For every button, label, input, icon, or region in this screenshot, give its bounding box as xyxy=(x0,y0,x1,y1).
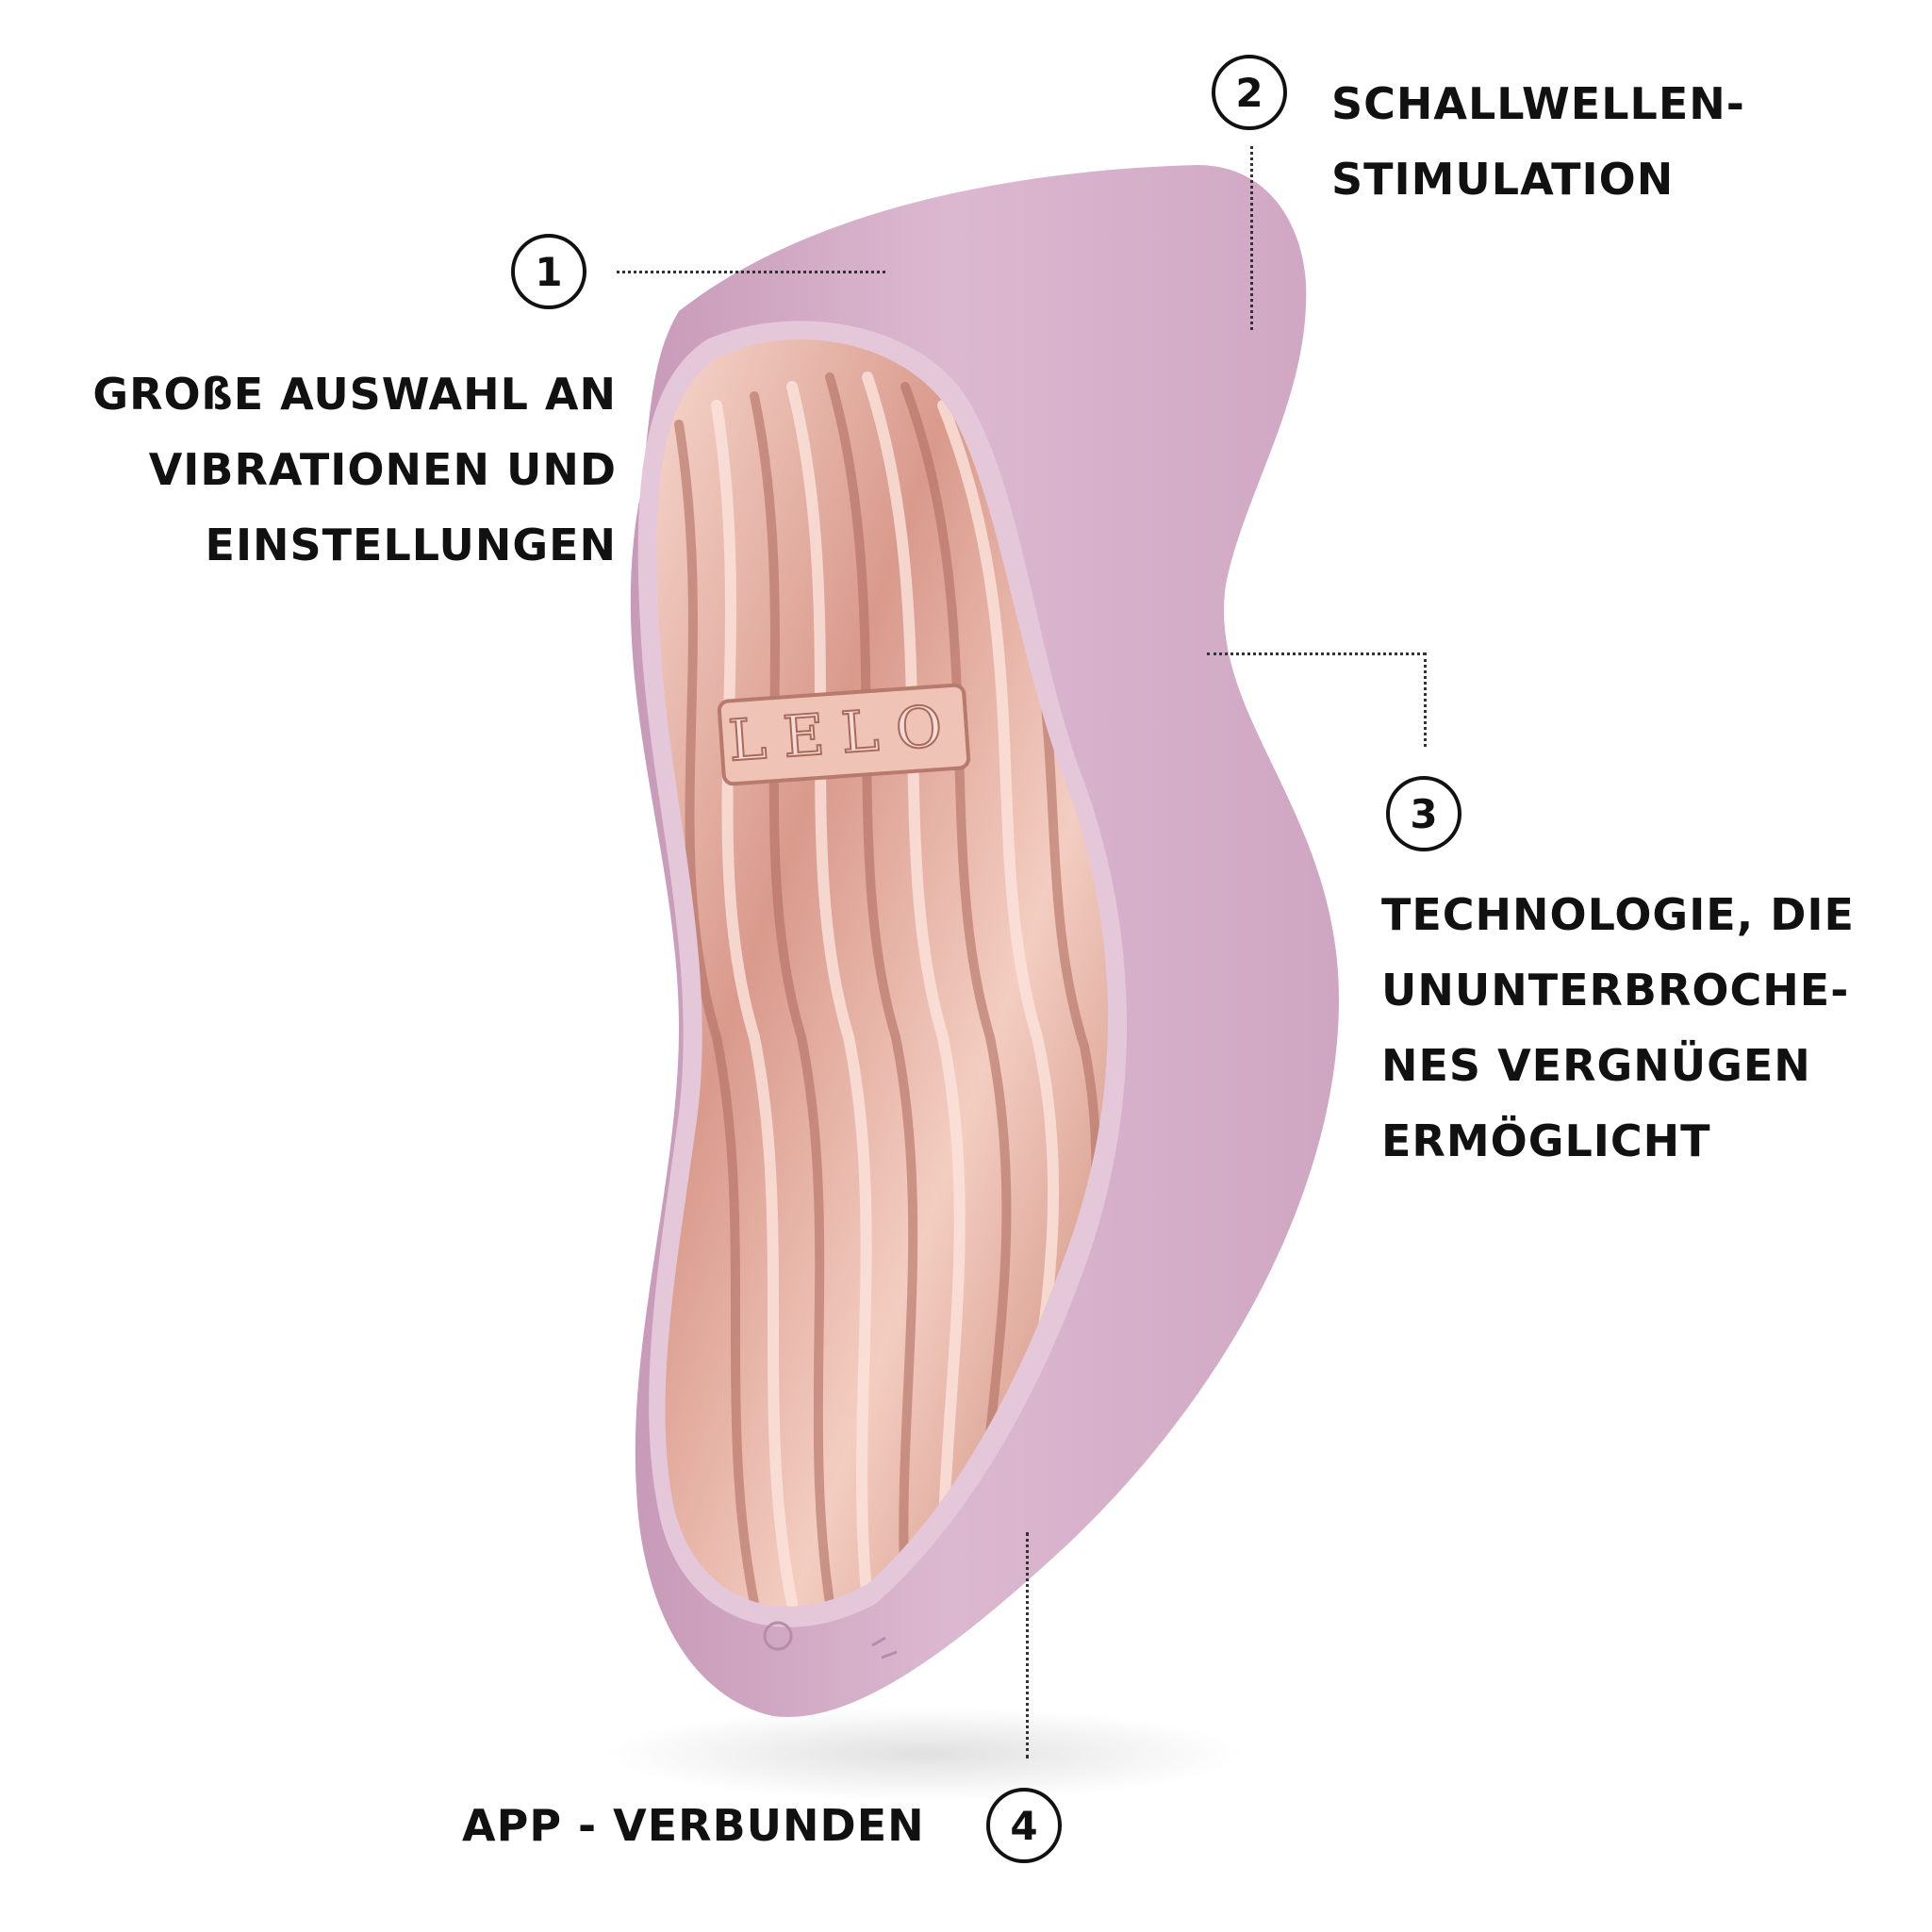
callout-number-2: 2 xyxy=(1212,55,1287,130)
callout-1-line-1: GROßE AUSWAHL AN xyxy=(92,369,617,420)
callout-3-line-2: UNUNTERBROCHE- xyxy=(1381,965,1850,1016)
callout-number-3: 3 xyxy=(1386,776,1461,851)
callout-4-line-1: APP - VERBUNDEN xyxy=(462,1800,925,1851)
callout-label-3: TECHNOLOGIE, DIE UNUNTERBROCHE- NES VERG… xyxy=(1381,877,1855,1179)
leader-line-3a xyxy=(1207,652,1426,655)
callout-3-line-4: ERMÖGLICHT xyxy=(1381,1115,1711,1166)
callout-label-4: APP - VERBUNDEN xyxy=(462,1788,925,1863)
callout-number-4: 4 xyxy=(986,1788,1062,1863)
floor-shadow xyxy=(603,1707,1245,1801)
callout-label-1: GROßE AUSWAHL AN VIBRATIONEN UND EINSTEL… xyxy=(92,356,617,583)
plate-ridges xyxy=(674,372,1101,1607)
callout-2-line-1: SCHALLWELLEN- xyxy=(1331,78,1745,129)
lelo-logo: LELO xyxy=(717,683,971,786)
callout-3-line-3: NES VERGNÜGEN xyxy=(1381,1040,1811,1091)
leader-line-2 xyxy=(1250,146,1253,330)
callout-2-line-2: STIMULATION xyxy=(1331,154,1675,205)
callout-1-line-2: VIBRATIONEN UND xyxy=(148,444,617,495)
leader-line-4 xyxy=(1026,1532,1029,1759)
callout-1-line-3: EINSTELLUNGEN xyxy=(205,520,617,570)
callout-label-2: SCHALLWELLEN- STIMULATION xyxy=(1331,66,1745,217)
leader-line-1 xyxy=(617,271,885,273)
leader-line-3b xyxy=(1424,652,1427,747)
control-buttons xyxy=(763,1621,898,1660)
callout-3-line-1: TECHNOLOGIE, DIE xyxy=(1381,889,1855,940)
callout-number-1: 1 xyxy=(511,234,586,309)
